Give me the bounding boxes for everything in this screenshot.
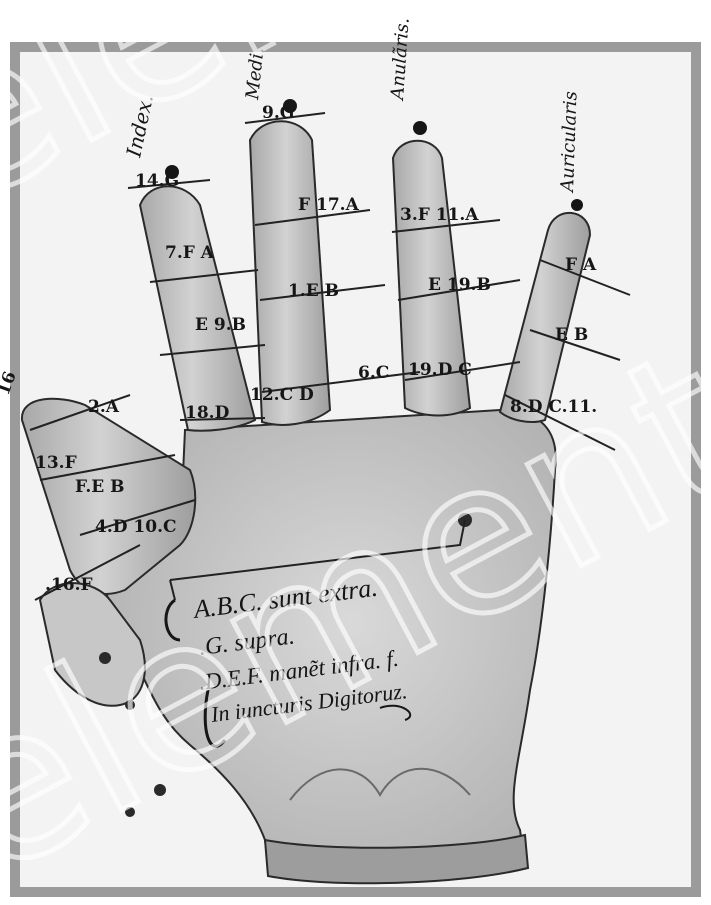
little-note-1: F A: [565, 255, 597, 275]
middle-note-4: 12.C D: [250, 385, 314, 405]
little-note-3: 8.D C.11.: [510, 397, 597, 417]
middle-note-3: 1.E B: [288, 281, 339, 301]
index-note-3: E 9.B: [195, 315, 246, 335]
thumb-note-2: 13.F: [35, 453, 77, 473]
label-index: Index.: [121, 92, 158, 160]
thumb-note-5: .16.F: [45, 575, 93, 595]
ring-note-1: 3.F 11.A: [400, 205, 479, 225]
label-auricularis: Auricularis: [557, 91, 582, 194]
index-note-2: 7.F A: [165, 243, 215, 263]
thumb-note-3: F.E B: [75, 477, 125, 497]
thumb-note-4: 4.D 10.C: [95, 517, 177, 537]
little-note-2: E B: [555, 325, 588, 345]
ring-note-2: E 19.B: [428, 275, 491, 295]
label-medius: Medi.: [242, 47, 268, 102]
tip-flourishes: [165, 99, 583, 211]
index-note-4: 18.D: [185, 403, 230, 423]
ring-note-3: 19.D C: [408, 360, 472, 380]
middle-note-2: F 17.A: [298, 195, 360, 215]
thumb-note-1: 2.A: [88, 397, 120, 417]
middle-note-5: 6.C: [358, 363, 389, 383]
hand-shape: [22, 121, 590, 883]
label-annularis: Anulãris.: [387, 17, 414, 102]
thumb-edge-mark: 16: [0, 369, 21, 398]
finger-name-labels: Index. Medi. Anulãris. Auricularis: [121, 17, 581, 194]
